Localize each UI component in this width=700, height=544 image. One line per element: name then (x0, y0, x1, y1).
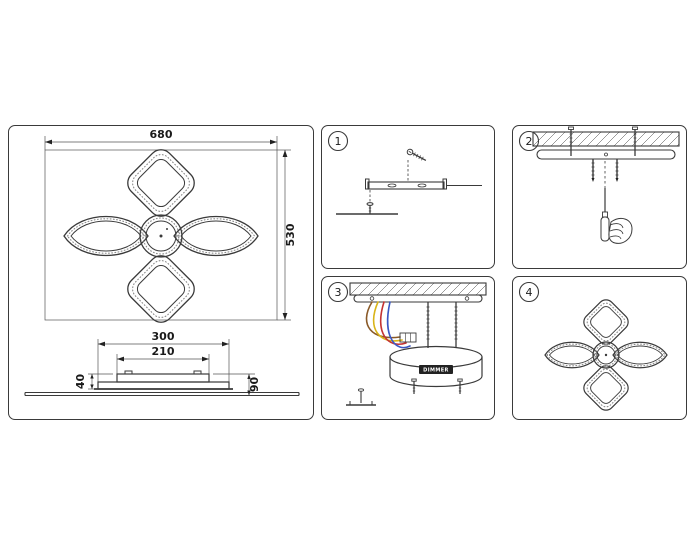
dim-label-300: 300 (152, 330, 175, 343)
marquise-ring-left (63, 216, 149, 256)
mounting-bar (536, 149, 676, 160)
step-2-drawing: 2 (518, 126, 680, 244)
assembled-fixture (544, 299, 668, 411)
canopy (94, 370, 233, 390)
step-number-badge: 2 (518, 130, 540, 152)
marquise-ring-right (173, 216, 259, 256)
step-number-badge: 4 (518, 281, 540, 303)
center-hub (139, 214, 183, 258)
base-screws (411, 378, 463, 394)
step-4-drawing: 4 (518, 281, 668, 411)
ceiling (532, 131, 680, 147)
wire-blue (386, 301, 411, 349)
step-4-panel: 4 (512, 276, 687, 420)
step-2-number: 2 (526, 135, 533, 148)
dimensions-panel: 680 530 (8, 125, 314, 420)
step-number-badge: 1 (327, 130, 349, 152)
dim-label-530: 530 (284, 223, 297, 246)
step-3-number: 3 (335, 286, 342, 299)
diamond-ring-bottom (583, 365, 629, 411)
mounting-strap (365, 178, 482, 190)
ceiling-hatch (349, 282, 487, 296)
marquise-ring-left (544, 341, 600, 369)
dimmer-badge (419, 365, 453, 374)
surface-screw (336, 190, 398, 215)
hanging-bolts (591, 159, 619, 182)
step-1-panel: 1 (321, 125, 495, 269)
dim-label-210: 210 (152, 345, 175, 358)
wires (365, 301, 411, 349)
wire-red (379, 301, 407, 345)
dim-overall-height: 530 (277, 149, 297, 321)
dim-label-40: 40 (74, 374, 87, 390)
ceiling-hatch (532, 131, 680, 147)
step-4-number: 4 (526, 286, 533, 299)
wire-yellow (372, 301, 403, 342)
diamond-ring-top (127, 149, 195, 217)
fixture-side-view: 300 210 (24, 330, 300, 397)
screwdriver-icon (600, 188, 624, 242)
terminal-block (399, 332, 417, 343)
diamond-ring-bottom (127, 255, 195, 323)
step-3-panel: 3 (321, 276, 495, 420)
center-hub (592, 341, 620, 369)
step-number-badge: 3 (327, 281, 349, 303)
dim-mount-plate: 210 (116, 345, 210, 374)
dimmer-label: DIMMER (423, 368, 449, 374)
dim-canopy-base: 300 (97, 330, 230, 382)
screw-icon (406, 148, 427, 162)
dim-label-90: 90 (248, 377, 261, 393)
marquise-ring-right (612, 341, 668, 369)
diamond-ring-top (583, 299, 629, 345)
bottom-bracket (346, 388, 376, 406)
wire-brown (365, 301, 401, 339)
step-1-number: 1 (335, 135, 342, 148)
dim-fixture-height: 90 (213, 373, 261, 396)
dimensions-drawing: 680 530 (24, 128, 300, 397)
step-1-drawing: 1 (327, 130, 482, 215)
lamp-base: DIMMER (389, 345, 483, 388)
mounting-bar (353, 294, 483, 303)
step-2-panel: 2 (512, 125, 687, 269)
fixture-arms (24, 391, 300, 397)
threaded-rods (426, 302, 458, 348)
ceiling-screws (568, 126, 638, 156)
dim-label-680: 680 (150, 128, 173, 141)
step-3-drawing: 3 (327, 281, 487, 406)
dim-overall-width: 680 (44, 128, 278, 150)
fixture-top-view (63, 149, 259, 323)
dim-canopy-height: 40 (74, 374, 113, 390)
ceiling (349, 282, 487, 296)
